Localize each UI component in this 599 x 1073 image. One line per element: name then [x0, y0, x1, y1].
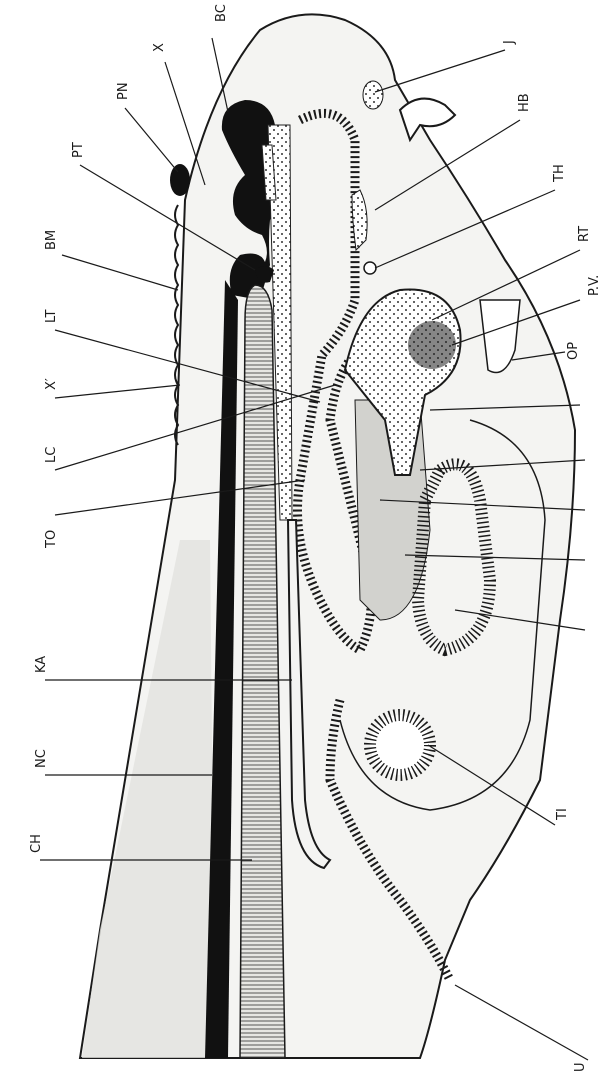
label-x: X [152, 43, 167, 52]
pineal-body [170, 164, 190, 196]
label-ti: TI [555, 808, 570, 821]
label-lc: LC [44, 447, 59, 463]
label-bm: BM [44, 230, 59, 250]
label-x-prime: X′ [44, 378, 59, 390]
heart-chamber [408, 321, 456, 369]
label-pn: PN [116, 82, 131, 100]
label-pv: P.V. [587, 275, 599, 296]
label-op: OP [566, 342, 581, 360]
intestine-cross-section [370, 715, 430, 775]
label-rt: RT [577, 226, 592, 242]
label-pt: PT [71, 142, 86, 158]
label-ka: KA [34, 656, 49, 673]
label-u: U [573, 1062, 588, 1072]
label-hb: HB [517, 93, 532, 112]
label-nc: NC [34, 749, 49, 768]
label-to: TO [44, 530, 59, 549]
thyroid [364, 262, 376, 274]
label-lt: LT [44, 310, 59, 323]
label-th: TH [552, 164, 567, 183]
label-bc: BC [214, 4, 229, 22]
label-j: J [502, 40, 517, 45]
label-ch: CH [29, 834, 44, 853]
jaw-cartilage [363, 81, 383, 109]
mesenchyme-stipple [82, 540, 215, 1058]
